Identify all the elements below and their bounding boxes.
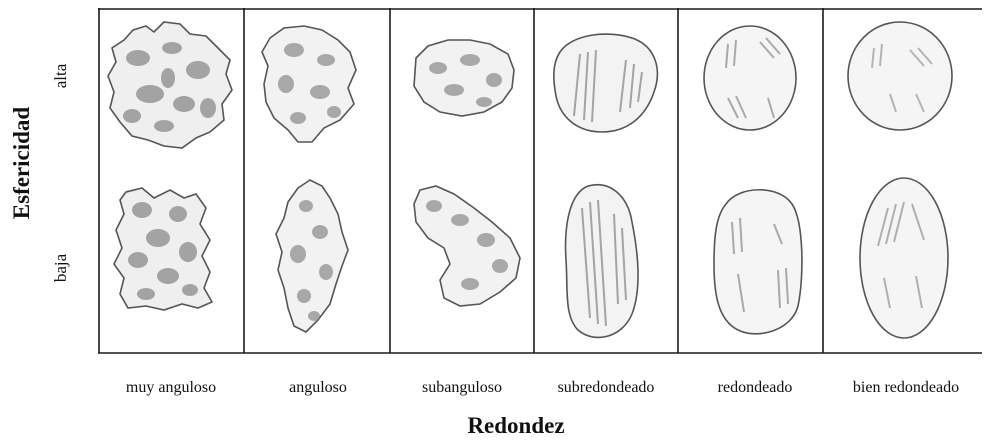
particle-bien-redondeado-baja <box>860 178 948 338</box>
col-label-anguloso: anguloso <box>289 379 347 397</box>
grid-svg <box>98 8 982 354</box>
row-label-alta: alta <box>46 26 76 126</box>
x-axis-title-text: Redondez <box>467 413 564 438</box>
y-axis-title: Esfericidad <box>4 48 40 278</box>
particle-anguloso-alta <box>262 26 356 142</box>
col-label-bien-redondeado: bien redondeado <box>853 379 959 397</box>
particle-redondeado-baja <box>714 190 802 334</box>
particle-subanguloso-baja <box>414 186 520 306</box>
particle-grid <box>98 8 982 354</box>
particle-subanguloso-alta <box>414 40 514 116</box>
x-axis-title: Redondez <box>0 413 985 439</box>
row-label-baja: baja <box>46 218 76 318</box>
particle-muy-anguloso-baja <box>114 188 212 310</box>
particle-anguloso-baja <box>276 180 348 332</box>
col-label-subanguloso: subanguloso <box>422 379 502 397</box>
col-label-muy-anguloso: muy anguloso <box>126 379 216 397</box>
particle-redondeado-alta <box>704 26 796 130</box>
particle-muy-anguloso-alta <box>108 22 232 148</box>
y-axis-title-text: Esfericidad <box>9 107 35 219</box>
particle-bien-redondeado-alta <box>848 22 952 130</box>
col-label-subredondeado: subredondeado <box>558 379 655 397</box>
col-label-redondeado: redondeado <box>718 379 793 397</box>
particle-subredondeado-alta <box>554 34 658 132</box>
particle-subredondeado-baja <box>566 185 639 338</box>
